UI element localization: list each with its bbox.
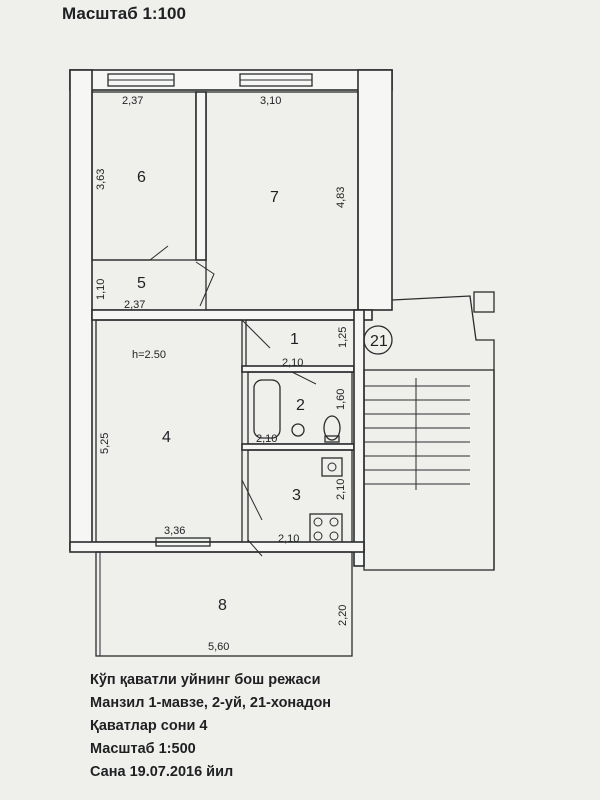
room-8-number: 8 (218, 597, 227, 614)
dim-room2-height: 1,60 (335, 389, 347, 410)
room-7-number: 7 (270, 189, 279, 206)
apartment-number-badge (363, 325, 393, 355)
floor-plan: 6 7 5 1 2 4 3 8 21 2,37 3,10 3,63 4,83 1… (69, 69, 495, 657)
room-2-number: 2 (296, 397, 305, 414)
stair-steps (364, 378, 470, 490)
window-room4 (155, 537, 211, 547)
bathtub-icon (253, 379, 281, 439)
info-line-5: Сана 19.07.2016 йил (90, 764, 234, 780)
scale-header: Масштаб 1:100 (62, 4, 186, 23)
right-wall (357, 69, 393, 311)
dim-room5-height: 1,10 (95, 279, 107, 300)
dim-room6-height: 3,63 (95, 169, 107, 190)
dim-room6-width: 2,37 (122, 95, 143, 107)
apartment-number: 21 (370, 333, 388, 350)
info-line-1: Кўп қаватли уйнинг бош режаси (90, 672, 321, 688)
toilet-icon (323, 415, 341, 441)
room-8-outline (95, 551, 353, 657)
left-wall (69, 69, 93, 551)
stove-icon (309, 513, 343, 545)
room-3-number: 3 (292, 487, 301, 504)
info-line-3: Қаватлар сони 4 (90, 718, 208, 734)
room-6-number: 6 (137, 169, 146, 186)
dim-room1-width: 2,10 (282, 357, 303, 369)
dim-room3-width: 2,10 (278, 533, 299, 545)
dim-room4-width: 3,36 (164, 525, 185, 537)
dim-room8-height: 2,20 (337, 605, 349, 626)
sink-icon (291, 423, 305, 437)
kitchen-sink-icon (321, 457, 343, 477)
dim-room3-height: 2,10 (335, 479, 347, 500)
room-4-number: 4 (162, 429, 171, 446)
dim-room2-width: 2,10 (256, 433, 277, 445)
info-line-2: Манзил 1-мавзе, 2-уй, 21-хонадон (90, 695, 332, 711)
dim-room1-height: 1,25 (337, 327, 349, 348)
room-5-number: 5 (137, 275, 146, 292)
dim-room7-width: 3,10 (260, 95, 281, 107)
room-1-number: 1 (290, 331, 299, 348)
dim-room7-height: 4,83 (335, 187, 347, 208)
dim-room5-width: 2,37 (124, 299, 145, 311)
dim-room8-width: 5,60 (208, 641, 229, 653)
dim-room4-height: 5,25 (99, 433, 111, 454)
ceiling-height: h=2.50 (132, 349, 166, 361)
info-line-4: Масштаб 1:500 (90, 741, 196, 757)
